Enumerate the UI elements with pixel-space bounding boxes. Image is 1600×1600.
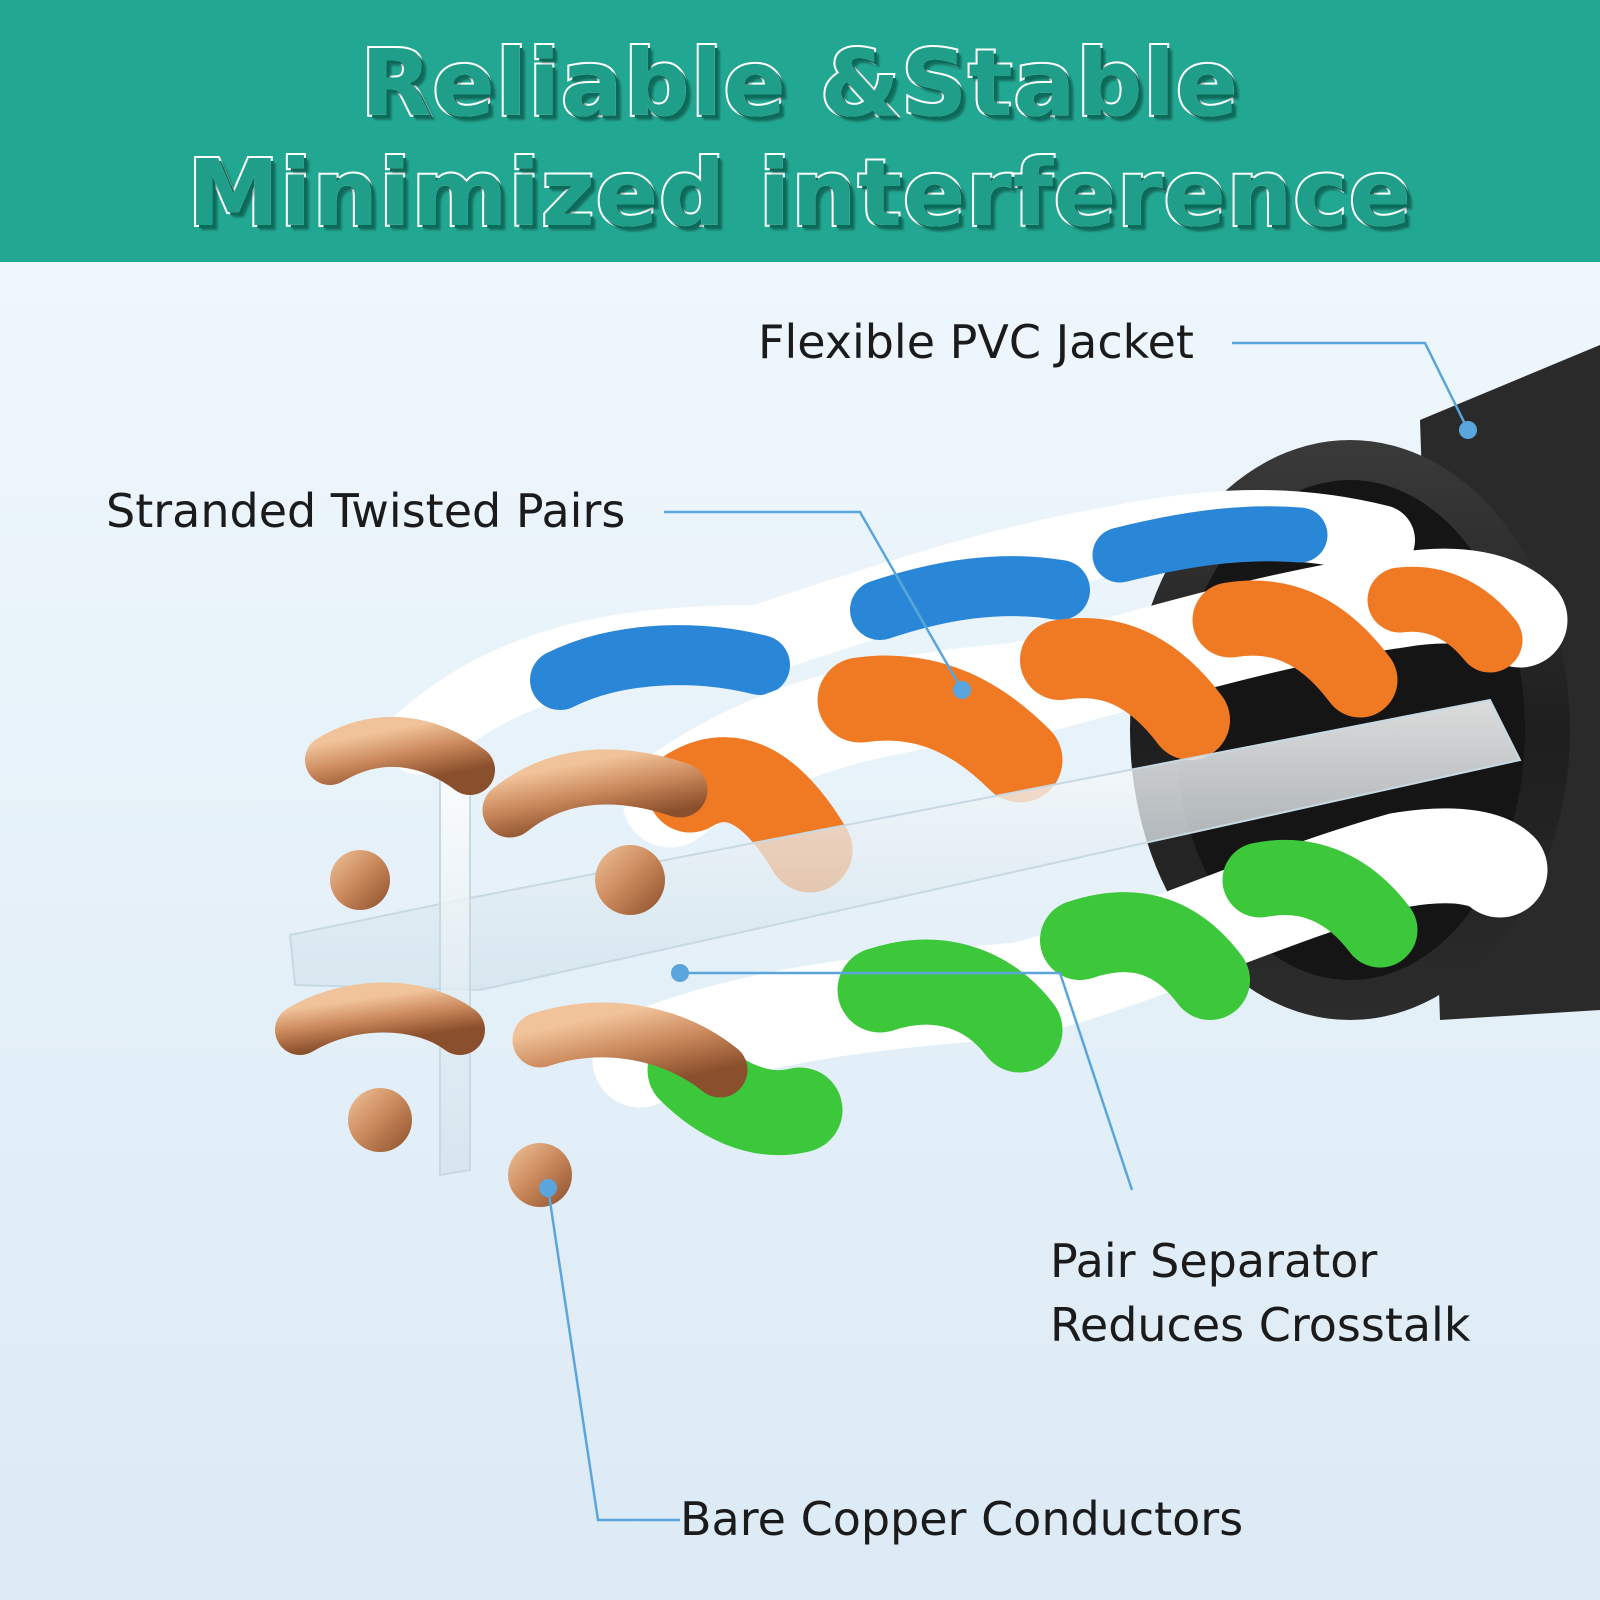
title-banner: Reliable &Stable Minimized interference — [0, 0, 1600, 262]
label-reduces-crosstalk: Reduces Crosstalk — [1050, 1298, 1471, 1352]
green-twisted-pair — [592, 808, 1548, 1156]
banner-title-line1: Reliable &Stable — [359, 28, 1241, 139]
label-bare-copper-conductors: Bare Copper Conductors — [680, 1492, 1244, 1546]
label-stranded-twisted-pairs: Stranded Twisted Pairs — [106, 484, 626, 538]
label-pair-separator: Pair Separator — [1050, 1234, 1378, 1288]
cable-cross-section-illustration — [0, 262, 1600, 1600]
orange-twisted-pair — [622, 548, 1568, 893]
banner-title-line2: Minimized interference — [186, 138, 1414, 249]
leader-dots — [539, 421, 1477, 1197]
banner-background — [0, 0, 1600, 262]
label-flexible-pvc-jacket: Flexible PVC Jacket — [758, 315, 1194, 369]
blue-twisted-pair — [385, 490, 1415, 775]
copper-conductor-ends — [275, 716, 748, 1207]
leader-lines — [546, 341, 1470, 1522]
